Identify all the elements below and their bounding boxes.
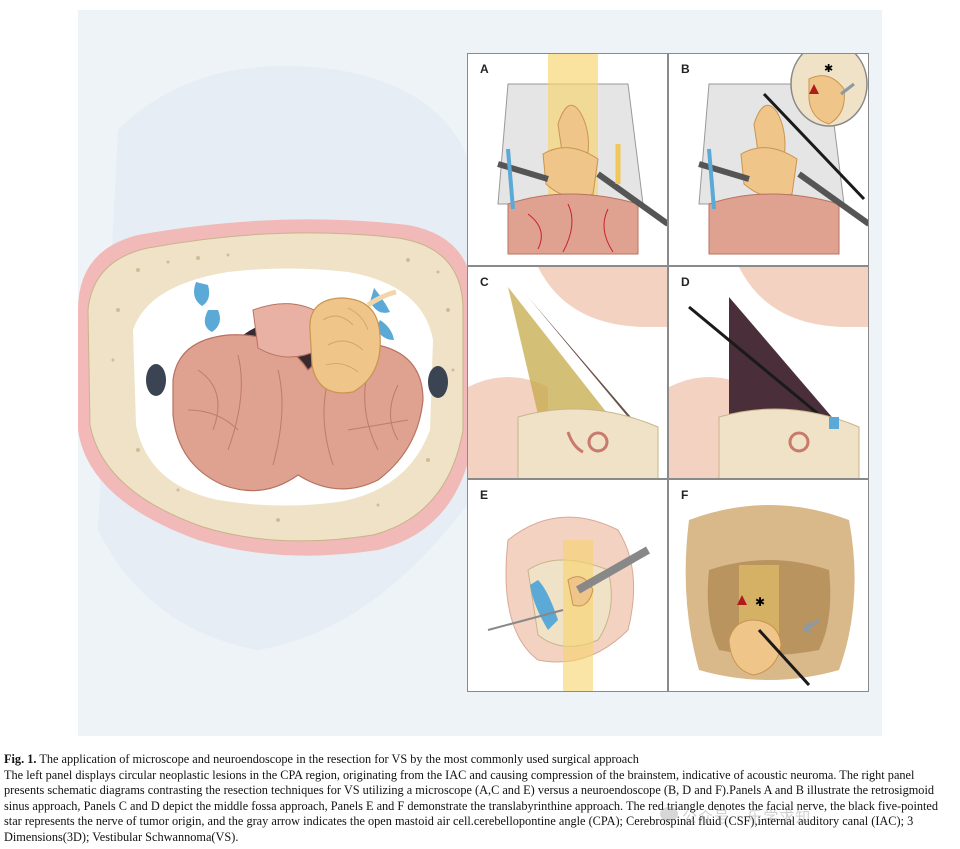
panel-E-illustration [468, 480, 668, 692]
panel-E: E [467, 479, 668, 692]
panel-C: C [467, 266, 668, 479]
panel-B-illustration: ✱ [669, 54, 869, 266]
panel-label-D: D [681, 275, 690, 289]
svg-text:✱: ✱ [824, 62, 833, 75]
panel-F-illustration: ✱ [669, 480, 869, 692]
panel-label-B: B [681, 62, 690, 76]
panel-label-F: F [681, 488, 688, 502]
panel-A-illustration [468, 54, 668, 266]
panel-C-illustration [468, 267, 668, 479]
panel-D-illustration [669, 267, 869, 479]
svg-text:✱: ✱ [755, 595, 765, 609]
caption-title: The application of microscope and neuroe… [39, 752, 639, 766]
caption-fig-label: Fig. 1. [4, 752, 36, 766]
caption-body: The left panel displays circular neoplas… [4, 768, 956, 846]
panel-A: A [467, 53, 668, 266]
figure-caption: Fig. 1. The application of microscope an… [4, 752, 956, 846]
panel-F: F ✱ [668, 479, 869, 692]
panel-label-C: C [480, 275, 489, 289]
figure-panel: A B ✱ [78, 10, 882, 736]
panel-B: B ✱ [668, 53, 869, 266]
watermark-text: 公众号 · 乐学求知 [660, 808, 811, 826]
panel-label-A: A [480, 62, 489, 76]
wechat-icon [660, 807, 678, 821]
panel-label-E: E [480, 488, 488, 502]
watermark: 公众号 · 乐学求知 [660, 806, 811, 827]
panel-D: D [668, 266, 869, 479]
caption-title-line: Fig. 1. The application of microscope an… [4, 752, 956, 768]
